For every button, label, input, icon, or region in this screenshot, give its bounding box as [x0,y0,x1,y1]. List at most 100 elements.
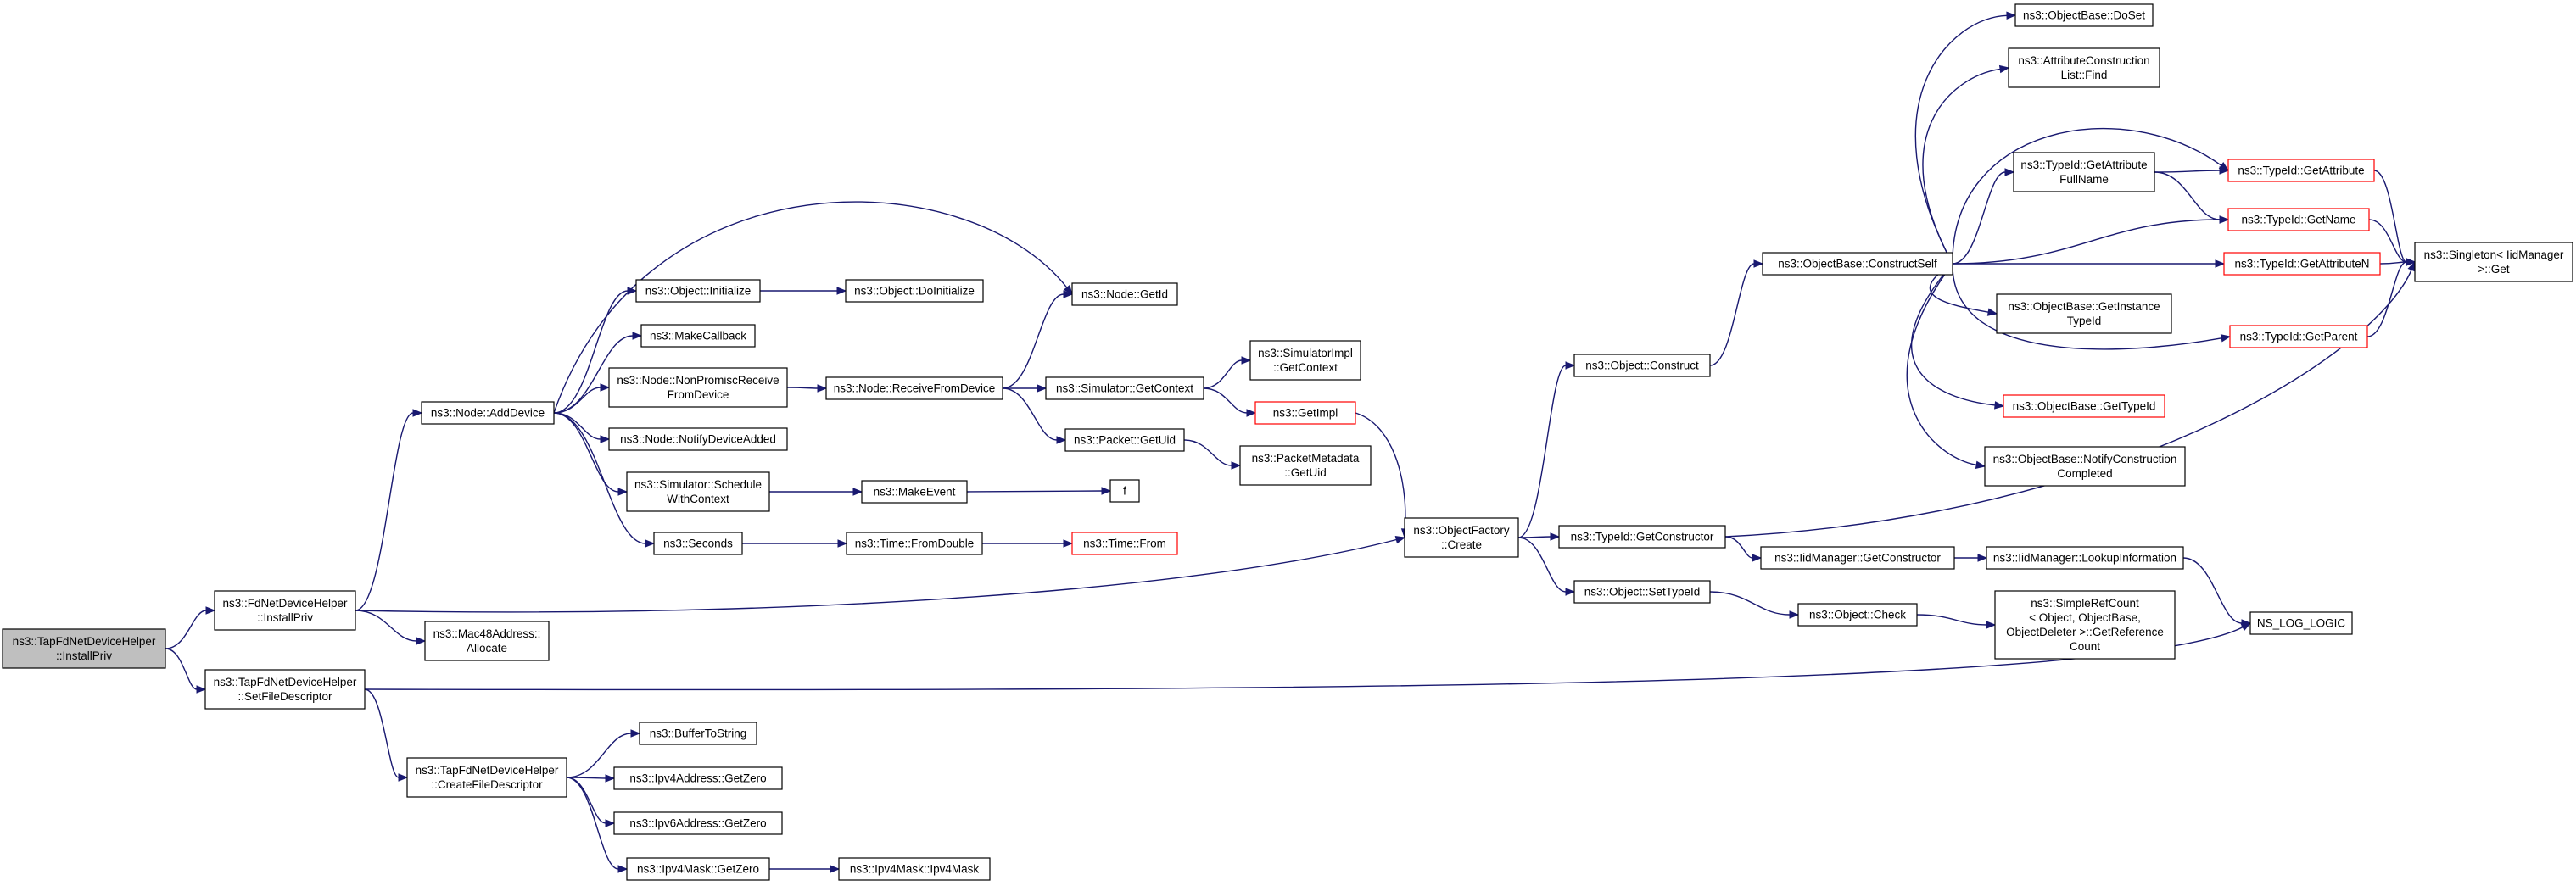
call-edge [553,290,629,414]
arrow-head [1056,436,1067,444]
node-label: ns3::GetImpl [1273,407,1338,420]
function-node-obj-settypeid[interactable]: ns3::Object::SetTypeId [1573,580,1711,604]
arrow-head [1752,554,1763,562]
function-node-ipv4-zero[interactable]: ns3::Ipv4Address::GetZero [613,766,783,790]
node-box [406,757,567,798]
node-box [639,722,757,745]
function-node-doset[interactable]: ns3::ObjectBase::DoSet [2014,3,2154,27]
node-box [2013,152,2155,192]
node-label: f [1123,485,1126,498]
function-node-tid-getattr[interactable]: ns3::TypeId::GetAttribute [2227,159,2375,182]
function-node-typeid-getctor[interactable]: ns3::TypeId::GetConstructor [1558,525,1726,549]
function-node-buf2str[interactable]: ns3::BufferToString [639,722,757,745]
node-box [204,669,366,710]
arrow-head [600,383,611,392]
node-label: ns3::TypeId::GetAttribute [2238,164,2364,177]
node-label: ns3::Packet::GetUid [1074,434,1176,447]
function-node-iidm-lookup[interactable]: ns3::IidManager::LookupInformation [1986,546,2184,570]
function-node-ns-log[interactable]: NS_LOG_LOGIC [2249,611,2353,635]
function-node-singleton-get[interactable]: ns3::Singleton< IidManager>::Get [2414,242,2573,282]
function-node-getimpl[interactable]: ns3::GetImpl [1254,401,1356,425]
node-label: ::SetFileDescriptor [237,690,332,703]
function-node-node-getid[interactable]: ns3::Node::GetId [1071,282,1178,306]
arrow-head [2215,259,2226,268]
function-node-ipv4mask[interactable]: ns3::Ipv4Mask::Ipv4Mask [838,857,991,881]
call-edge [1906,263,1977,466]
node-label: ns3::TypeId::GetParent [2240,331,2358,343]
node-label: ns3::ObjectBase::GetTypeId [2013,400,2156,413]
function-node-time-from[interactable]: ns3::Time::From [1071,532,1178,555]
node-label: ::Create [1441,538,1482,551]
function-node-pkt-getuid[interactable]: ns3::Packet::GetUid [1064,428,1185,452]
function-node-simple-ref[interactable]: ns3::SimpleRefCount< Object, ObjectBase,… [1994,590,2176,660]
function-node-fd-install[interactable]: ns3::FdNetDeviceHelper::InstallPriv [214,590,356,631]
node-label: ns3::Object::Check [1809,609,1906,621]
function-node-add-device[interactable]: ns3::Node::AddDevice [421,401,555,425]
node-label: ns3::TapFdNetDeviceHelper [416,764,559,777]
function-node-seconds[interactable]: ns3::Seconds [653,532,743,555]
function-node-sim-getctx[interactable]: ns3::Simulator::GetContext [1045,376,1204,400]
call-edge [566,777,606,779]
function-node-objfactory-create[interactable]: ns3::ObjectFactory::Create [1404,517,1519,558]
arrow-head [1986,308,1998,316]
node-box [846,532,983,555]
node-label: ns3::Time::From [1083,538,1166,550]
call-edge [553,387,601,414]
arrow-head [627,287,638,295]
call-edge [1203,387,1248,414]
function-node-from-double[interactable]: ns3::Time::FromDouble [846,532,983,555]
call-edge [1517,365,1567,538]
node-label: ns3::ObjectBase::NotifyConstruction [1993,453,2177,465]
function-node-pktmeta-uid[interactable]: ns3::PacketMetadata::GetUid [1239,445,1372,486]
node-label: ns3::Object::Construct [1585,359,1699,372]
function-nodes: ns3::TapFdNetDeviceHelper::InstallPrivns… [2,3,2573,881]
arrow-head [398,773,409,782]
function-node-make-event[interactable]: ns3::MakeEvent [861,480,968,504]
function-node-construct-self[interactable]: ns3::ObjectBase::ConstructSelf [1762,252,1953,276]
node-box [1996,293,2172,334]
function-node-obj-check[interactable]: ns3::Object::Check [1797,603,1918,627]
node-label: ns3::TypeId::GetAttribute [2020,159,2147,171]
node-label: ns3::MakeCallback [650,330,746,343]
function-node-tid-getattrn[interactable]: ns3::TypeId::GetAttributeN [2223,252,2381,276]
function-node-simimpl-ctx[interactable]: ns3::SimulatorImpl::GetContext [1249,340,1361,381]
function-node-obj-init[interactable]: ns3::Object::Initialize [635,279,761,303]
node-label: ::GetUid [1284,466,1327,479]
node-label: TypeId [2067,315,2102,327]
node-label: ns3::IidManager::GetConstructor [1774,552,1941,565]
function-node-tap-setfd[interactable]: ns3::TapFdNetDeviceHelper::SetFileDescri… [204,669,366,710]
node-label: ::CreateFileDescriptor [431,778,543,791]
node-label: ::InstallPriv [56,649,112,662]
function-node-ob-gettid[interactable]: ns3::ObjectBase::GetTypeId [2003,394,2165,418]
call-edge [2366,261,2407,337]
node-label: ns3::Ipv4Mask::GetZero [637,863,759,876]
arrow-head [830,865,841,873]
node-box [1760,546,1955,570]
function-node-tid-getname[interactable]: ns3::TypeId::GetName [2227,208,2370,231]
function-node-obj-doinit[interactable]: ns3::Object::DoInitialize [845,279,984,303]
arrow-head [2406,258,2417,266]
function-node-mac48[interactable]: ns3::Mac48Address::Allocate [424,621,550,661]
function-node-obj-construct[interactable]: ns3::Object::Construct [1573,354,1711,377]
node-box [2008,47,2160,88]
function-node-create-fd[interactable]: ns3::TapFdNetDeviceHelper::CreateFileDes… [406,757,567,798]
function-node-iidm-getctor[interactable]: ns3::IidManager::GetConstructor [1760,546,1955,570]
arrow-head [837,539,848,548]
function-node-f[interactable]: f [1109,479,1140,503]
function-node-make-cb[interactable]: ns3::MakeCallback [640,324,756,348]
node-label: Completed [2057,467,2112,480]
function-node-notify-constr[interactable]: ns3::ObjectBase::NotifyConstructionCompl… [1984,446,2186,487]
arrow-head [1789,610,1800,619]
function-node-ipv6-zero[interactable]: ns3::Ipv6Address::GetZero [613,811,783,835]
function-node-tid-getparent[interactable]: ns3::TypeId::GetParent [2229,325,2368,348]
function-node-root[interactable]: ns3::TapFdNetDeviceHelper::InstallPriv [2,628,166,669]
function-node-notify-added[interactable]: ns3::Node::NotifyDeviceAdded [608,427,788,451]
function-node-mask-zero[interactable]: ns3::Ipv4Mask::GetZero [626,857,770,881]
function-node-recv-from[interactable]: ns3::Node::ReceiveFromDevice [825,376,1003,400]
